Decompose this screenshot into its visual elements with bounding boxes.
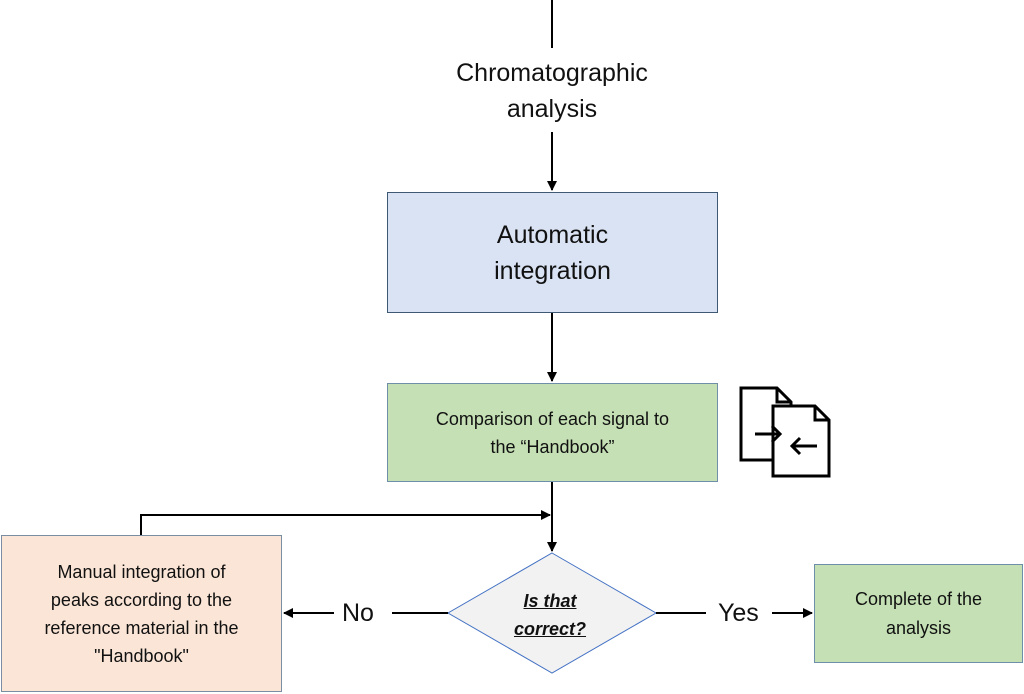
start-line-1: Chromatographic <box>456 59 648 87</box>
manual-line-2: peaks according to the <box>50 589 233 610</box>
complete-line-2: analysis <box>885 617 951 638</box>
comparison-box: Comparison of each signal to the “Handbo… <box>387 383 718 482</box>
manual-line-3: reference material in the <box>44 617 239 638</box>
comparison-line-1: Comparison of each signal to <box>435 408 670 429</box>
manual-integration-box: Manual integration of peaks according to… <box>1 535 282 692</box>
compare-documents-icon <box>739 386 831 478</box>
decision-text: Is that correct? <box>450 570 650 660</box>
yes-label: Yes <box>714 598 763 628</box>
start-line-2: analysis <box>506 95 598 123</box>
start-node-chromatographic-analysis: Chromatographic analysis <box>400 54 704 128</box>
decision-line-1: Is that <box>523 591 577 611</box>
automatic-line-2: integration <box>494 256 611 285</box>
arrow-manual-loop-back <box>140 510 551 535</box>
manual-line-4: "Handbook" <box>94 645 189 666</box>
comparison-line-2: the “Handbook” <box>490 436 615 457</box>
complete-analysis-box: Complete of the analysis <box>814 564 1023 663</box>
automatic-integration-box: Automatic integration <box>387 192 718 313</box>
automatic-line-1: Automatic <box>496 220 609 249</box>
no-label: No <box>338 598 378 628</box>
complete-line-1: Complete of the <box>854 588 983 609</box>
decision-line-2: correct? <box>513 619 587 639</box>
decision-diamond <box>446 552 658 674</box>
manual-line-1: Manual integration of <box>57 561 226 582</box>
